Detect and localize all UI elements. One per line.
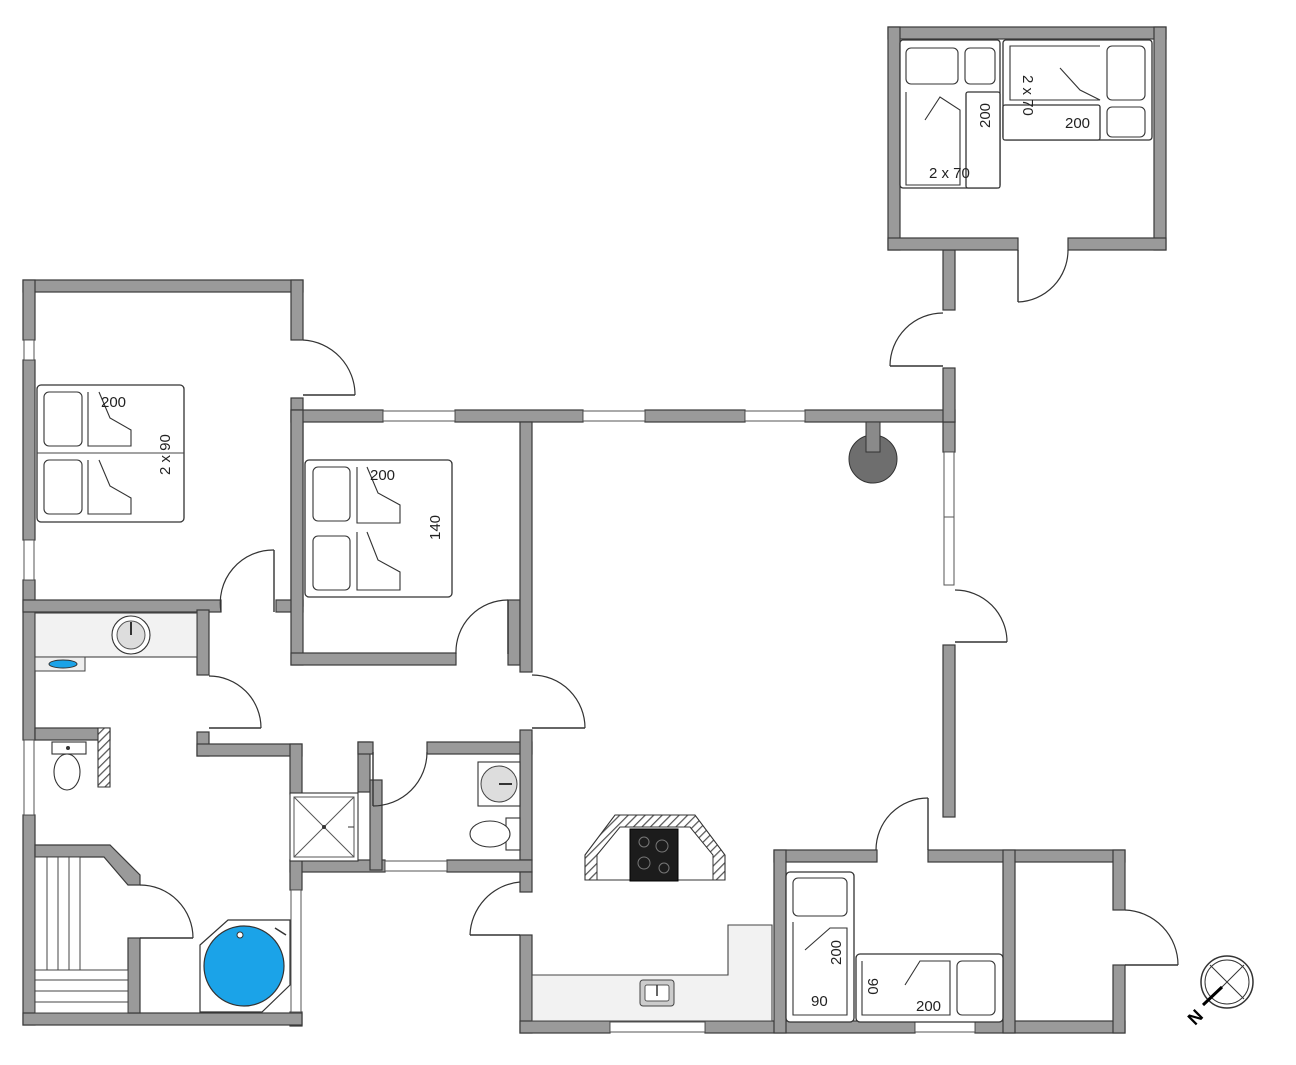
stove-icon bbox=[629, 828, 679, 882]
se-bed-vertical-width-label: 90 bbox=[811, 993, 828, 1010]
svg-text:N: N bbox=[1184, 1006, 1207, 1029]
bathroom-fixtures bbox=[34, 612, 359, 1014]
bed-se: 200 90 200 90 bbox=[785, 871, 1004, 1023]
se-bed-horizontal-length-label: 200 bbox=[916, 998, 941, 1015]
bathtub-icon bbox=[203, 925, 285, 1007]
doors bbox=[139, 249, 1179, 966]
fireplace-icon bbox=[848, 421, 898, 484]
windows bbox=[23, 339, 976, 1033]
bed-middle-length-label: 200 bbox=[370, 467, 395, 484]
bed-nw-length-label: 200 bbox=[101, 394, 126, 411]
annex-bed-b-length-label: 200 bbox=[1065, 115, 1090, 132]
bed-nw-width-label: 2 x 90 bbox=[157, 434, 174, 475]
annex-beds: 2 x 70 200 200 2 x 70 bbox=[899, 39, 1153, 189]
kitchen bbox=[531, 814, 773, 1022]
annex-bed-b-width-label: 2 x 70 bbox=[1019, 75, 1036, 116]
bed-middle: 200 140 bbox=[304, 459, 453, 598]
walls bbox=[22, 26, 1167, 1034]
bed-middle-width-label: 140 bbox=[427, 515, 444, 540]
se-bed-horizontal-width-label: 90 bbox=[864, 978, 881, 995]
wc-fixtures bbox=[469, 761, 521, 851]
se-bed-vertical-length-label: 200 bbox=[828, 940, 845, 965]
compass-icon: N bbox=[1184, 955, 1254, 1029]
bed-nw: 200 2 x 90 bbox=[36, 384, 185, 523]
annex-bed-a-width-label: 2 x 70 bbox=[929, 165, 970, 182]
annex-bed-a-length-label: 200 bbox=[977, 103, 994, 128]
